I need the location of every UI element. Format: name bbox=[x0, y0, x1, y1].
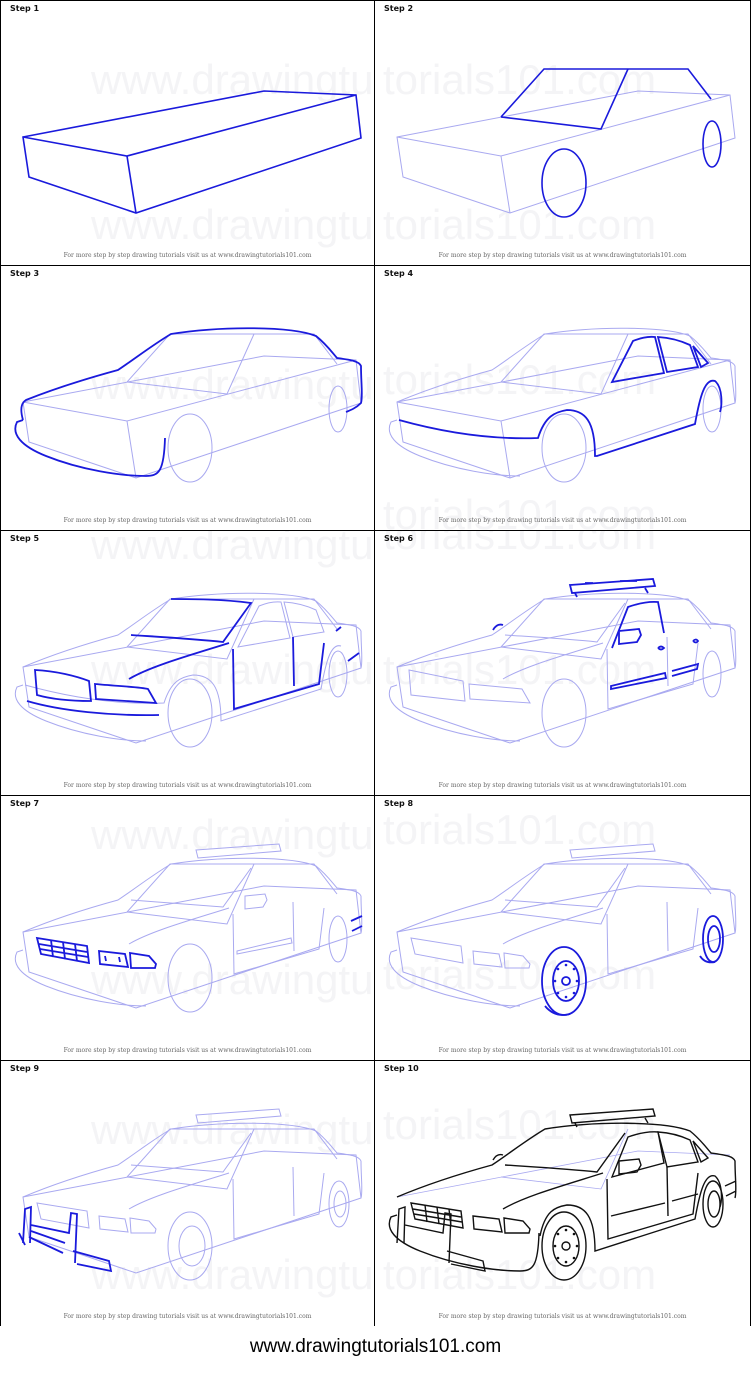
step-panel-7: www.drawingtu www.drawingtu Step 7 bbox=[1, 796, 375, 1061]
step-panel-2: torials101.com torials101.com Step 2 For… bbox=[375, 1, 750, 266]
watermark: www.drawingtu bbox=[91, 201, 374, 248]
police-car-final-drawing-icon bbox=[388, 1108, 737, 1281]
step-label: Step 8 bbox=[384, 799, 414, 808]
step-label: Step 10 bbox=[384, 1064, 419, 1073]
watermark: www.drawingtu bbox=[91, 56, 374, 103]
car-hood-doors-drawing-icon bbox=[14, 592, 363, 748]
credit-text: For more step by step drawing tutorials … bbox=[63, 782, 312, 789]
credit-text: For more step by step drawing tutorials … bbox=[438, 1313, 687, 1320]
watermark: torials101.com bbox=[383, 1251, 657, 1298]
step-label: Step 6 bbox=[384, 534, 414, 543]
watermark: torials101.com bbox=[383, 356, 657, 403]
car-grille-drawing-icon bbox=[14, 843, 363, 1013]
step-panel-10: torials101.com torials101.com Step 10 bbox=[375, 1061, 750, 1326]
step-panel-5: www.drawingtu www.drawingtu Step 5 bbox=[1, 531, 375, 796]
site-url-footer: www.drawingtutorials101.com bbox=[249, 1336, 502, 1357]
step-panel-3: www.drawingtu Step 3 For more step by st… bbox=[1, 266, 375, 531]
watermark: www.drawingtu bbox=[91, 531, 374, 568]
box-drawing-icon bbox=[22, 90, 362, 214]
step-panel-4: torials101.com torials101.com Step 4 For… bbox=[375, 266, 750, 531]
step-label: Step 1 bbox=[10, 4, 40, 13]
step-label: Step 4 bbox=[384, 269, 414, 278]
watermark: torials101.com bbox=[383, 646, 657, 693]
watermark: torials101.com bbox=[383, 531, 657, 558]
watermark: torials101.com bbox=[383, 201, 657, 248]
step-label: Step 5 bbox=[10, 534, 40, 543]
credit-text: For more step by step drawing tutorials … bbox=[63, 252, 312, 259]
step-label: Step 2 bbox=[384, 4, 414, 13]
step-label: Step 9 bbox=[10, 1064, 40, 1073]
step-label: Step 7 bbox=[10, 799, 40, 808]
credit-text: For more step by step drawing tutorials … bbox=[63, 517, 312, 524]
step-panel-1: www.drawingtu www.drawingtu Step 1 For m… bbox=[1, 1, 375, 266]
steps-grid: www.drawingtu www.drawingtu Step 1 For m… bbox=[0, 0, 751, 1326]
car-pushbar-drawing-icon bbox=[18, 1108, 363, 1281]
watermark: www.drawingtu bbox=[91, 1251, 374, 1298]
step-panel-8: torials101.com torials101.com Step 8 bbox=[375, 796, 750, 1061]
credit-text: For more step by step drawing tutorials … bbox=[63, 1047, 312, 1054]
watermark: www.drawingtu bbox=[91, 811, 374, 858]
car-outline-drawing-icon bbox=[396, 68, 736, 218]
credit-text: For more step by step drawing tutorials … bbox=[438, 252, 687, 259]
step-panel-9: www.drawingtu www.drawingtu Step 9 bbox=[1, 1061, 375, 1326]
car-wheels-drawing-icon bbox=[388, 843, 737, 1016]
credit-text: For more step by step drawing tutorials … bbox=[438, 517, 687, 524]
watermark: www.drawingtu bbox=[91, 361, 374, 408]
car-windows-drawing-icon bbox=[388, 327, 737, 483]
step-panel-6: torials101.com torials101.com Step 6 bbox=[375, 531, 750, 796]
car-lightbar-drawing-icon bbox=[388, 578, 737, 748]
car-body-drawing-icon bbox=[14, 327, 363, 483]
watermark: torials101.com bbox=[383, 1101, 657, 1148]
credit-text: For more step by step drawing tutorials … bbox=[438, 782, 687, 789]
watermark: www.drawingtu bbox=[91, 956, 374, 1003]
watermark: torials101.com bbox=[383, 491, 657, 531]
credit-text: For more step by step drawing tutorials … bbox=[63, 1313, 312, 1320]
credit-text: For more step by step drawing tutorials … bbox=[438, 1047, 687, 1054]
step-label: Step 3 bbox=[10, 269, 40, 278]
watermark: torials101.com bbox=[383, 806, 657, 853]
